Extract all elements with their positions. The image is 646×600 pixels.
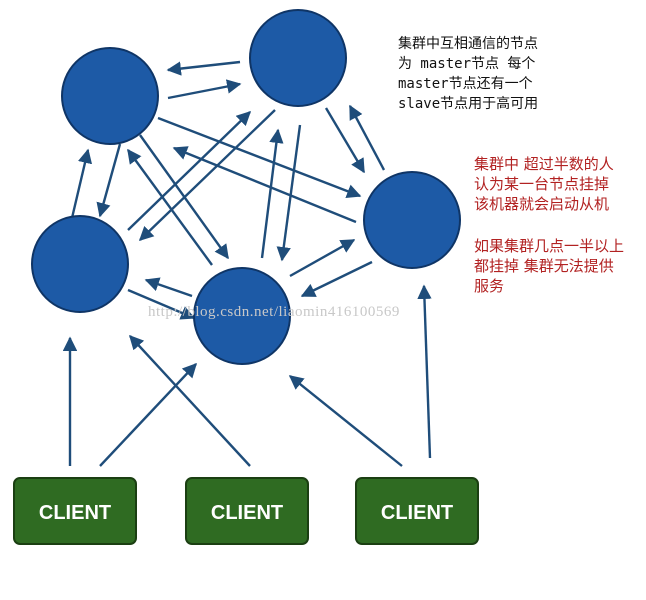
client-box-2 [185,477,309,545]
arrow-n2-to-n3 [138,109,276,241]
arrow-n4-to-n5 [289,238,356,278]
arrow-n1-to-n2 [167,79,242,100]
arrow-client1-to-n4 [99,362,197,467]
watermark-text: http://blog.csdn.net/liaomin416100569 [148,304,400,320]
client-group: CLIENT CLIENT CLIENT [13,477,479,545]
client-box-3 [355,477,479,545]
arrow-group [62,60,432,467]
note-master-nodes: 集群中互相通信的节点 为 master节点 每个 master节点还有一个 sl… [398,36,539,112]
arrow-n3-to-n1 [70,148,93,219]
arrow-n5-to-n4 [300,260,373,298]
arrow-n2-to-n4 [276,124,302,262]
node-group [31,9,461,365]
cluster-node-3 [31,215,129,313]
arrow-n3-to-n4 [127,288,196,320]
arrow-n5-to-n2 [348,104,386,171]
client-label-1: CLIENT [39,502,111,524]
note-cluster-down: 如果集群几点一半以上 都挂掉 集群无法提供 服务 [474,237,625,295]
cluster-node-1 [61,47,159,145]
arrow-n4-to-n3 [144,277,193,298]
client-label-2: CLIENT [211,502,283,524]
arrow-client3-to-n5 [417,284,432,459]
arrow-n4-to-n2 [260,128,284,259]
arrow-client3-to-n4 [288,375,403,467]
cluster-node-2 [249,9,347,107]
cluster-node-4 [193,267,291,365]
arrow-n2-to-n5 [324,107,366,174]
arrow-n2-to-n1 [166,60,241,76]
arrow-n1-to-n5 [157,116,362,199]
arrow-n4-to-n1 [127,148,213,266]
note-failover: 集群中 超过半数的人 认为某一台节点挂掉 该机器就会启动从机 [474,155,614,213]
arrow-client2-to-n3 [129,334,251,467]
arrow-n3-to-n2 [127,110,252,231]
client-box-1 [13,477,137,545]
client-label-3: CLIENT [381,502,453,524]
arrow-n5-to-n3 [172,146,357,224]
arrow-n1-to-n3 [96,143,122,218]
cluster-node-5 [363,171,461,269]
